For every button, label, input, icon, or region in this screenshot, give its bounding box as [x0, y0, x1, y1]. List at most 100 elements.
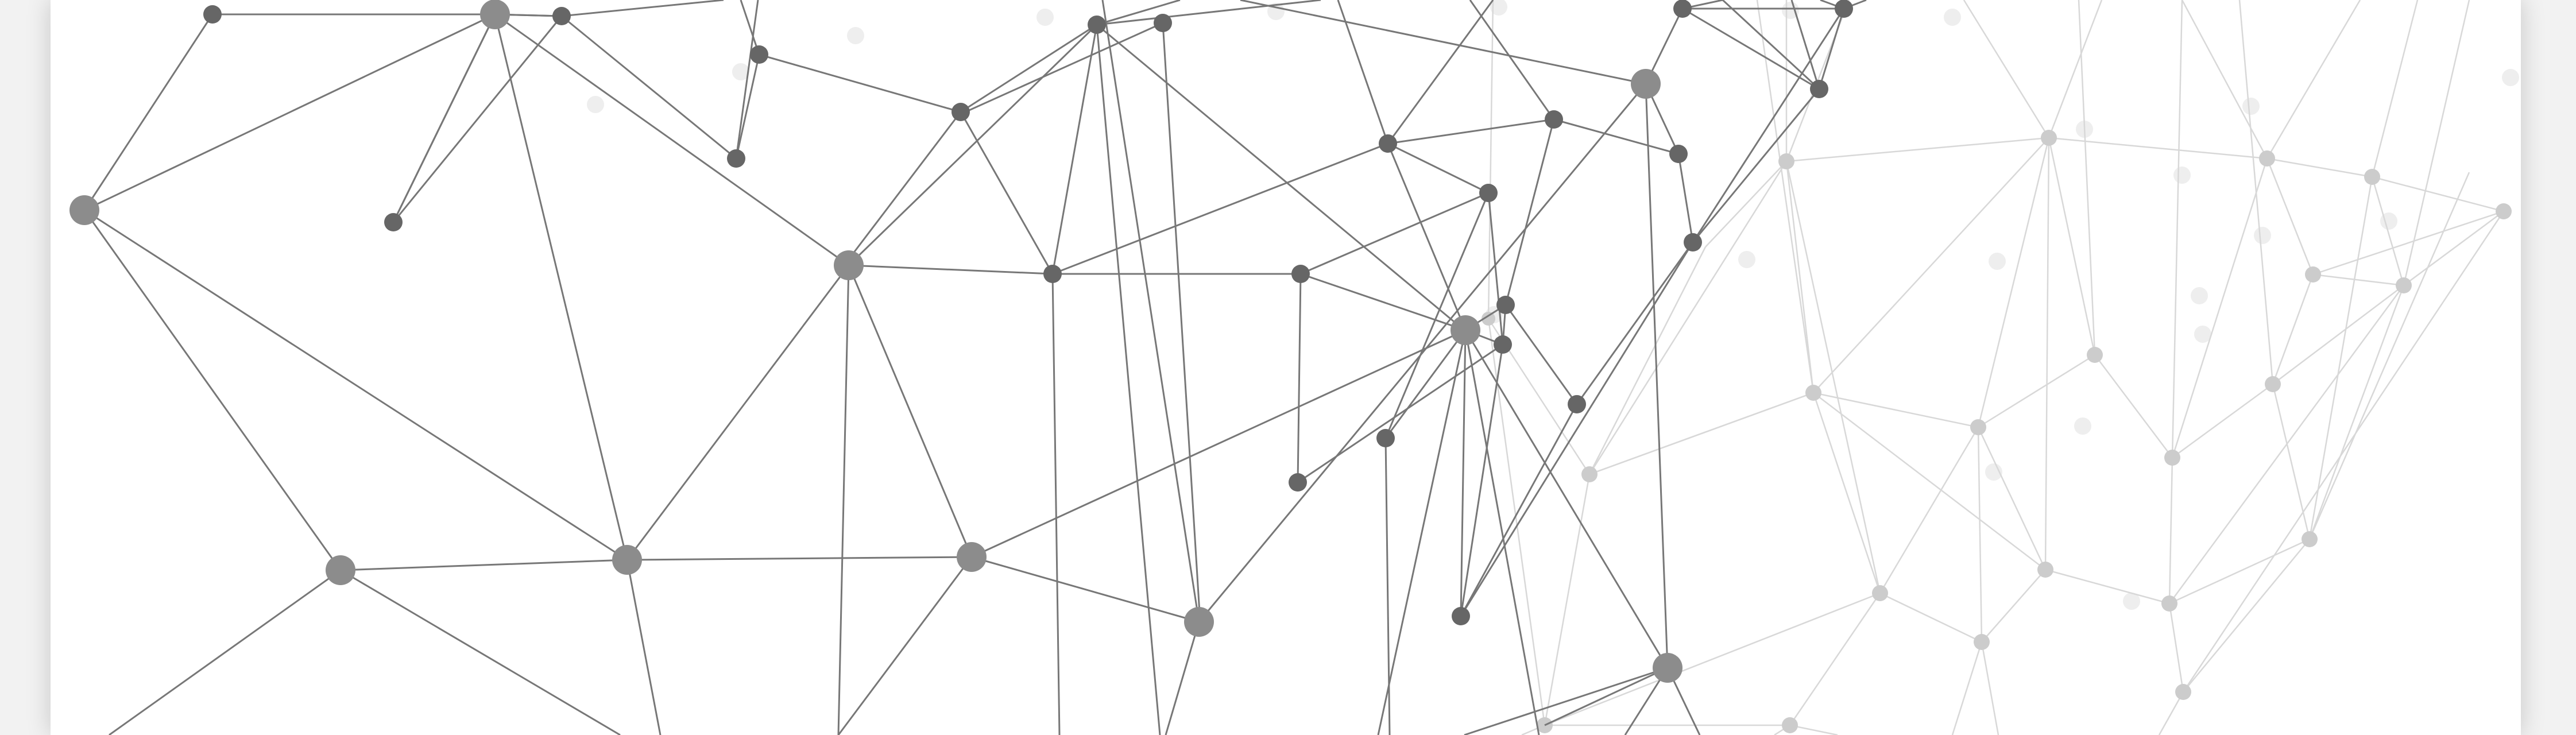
dark-nodes — [69, 0, 1853, 683]
large-node — [1451, 315, 1480, 345]
light-link — [1813, 392, 1979, 428]
dark-connection-lines — [83, 0, 1867, 735]
light-link — [1789, 724, 1838, 735]
light-nodes — [1482, 130, 2512, 733]
small-node — [1154, 14, 1172, 32]
dark-link — [1460, 242, 1694, 617]
dark-link — [1464, 330, 1669, 668]
dark-link — [561, 15, 737, 160]
dark-link — [1384, 330, 1467, 439]
dark-link — [1487, 192, 1504, 345]
light-link — [1785, 161, 1815, 393]
light-link — [2094, 354, 2173, 458]
light-node — [1805, 385, 1821, 401]
light-link — [2312, 210, 2504, 276]
small-node — [727, 149, 745, 168]
faint-node — [587, 96, 604, 113]
dark-link — [1387, 118, 1554, 145]
light-link — [2403, 210, 2504, 287]
light-link — [1589, 392, 1814, 475]
dark-link — [1504, 119, 1555, 305]
light-node — [1974, 634, 1990, 650]
dark-link — [1504, 304, 1578, 405]
small-node — [1810, 80, 1828, 98]
dark-link — [971, 556, 1200, 623]
faint-node — [2123, 593, 2140, 610]
light-node — [1782, 717, 1798, 733]
light-link — [2371, 0, 2419, 177]
light-node — [1872, 585, 1888, 601]
light-node — [2087, 347, 2103, 363]
dark-link — [735, 54, 760, 159]
dark-link — [1387, 142, 1489, 194]
dark-link — [1387, 0, 1494, 144]
dark-link — [1300, 192, 1489, 275]
dark-link — [84, 209, 628, 561]
faint-node — [847, 27, 864, 44]
dark-link — [837, 556, 973, 735]
dark-link — [1790, 0, 1820, 90]
light-link — [2403, 0, 2470, 286]
large-node — [957, 542, 987, 572]
light-link — [2266, 158, 2314, 275]
light-link — [1977, 427, 2047, 570]
faint-node — [1944, 9, 1961, 26]
dark-link — [1460, 344, 1504, 617]
dark-link — [1469, 0, 1555, 120]
content-panel — [51, 0, 2521, 735]
light-link — [2044, 137, 2050, 570]
light-link — [2048, 137, 2096, 355]
dark-link — [1544, 667, 1668, 726]
dark-link — [1300, 273, 1466, 331]
dark-link — [494, 14, 628, 560]
dark-link — [759, 53, 961, 113]
dark-link — [626, 556, 972, 561]
dark-link — [1377, 330, 1467, 735]
faint-node — [2242, 98, 2260, 115]
light-link — [2272, 285, 2404, 385]
small-node — [1088, 16, 1106, 34]
light-link — [1812, 392, 1881, 594]
light-node — [2164, 450, 2180, 466]
large-node — [612, 545, 642, 575]
light-node — [2364, 169, 2380, 185]
dark-link — [1645, 83, 1669, 668]
dark-link — [1198, 83, 1647, 622]
faint-node — [2074, 417, 2091, 435]
light-link — [2171, 158, 2268, 458]
light-node — [2496, 203, 2512, 219]
light-node — [1778, 153, 1794, 169]
dark-link — [626, 559, 662, 735]
small-node — [203, 5, 222, 24]
dark-link — [392, 14, 496, 223]
small-node — [552, 7, 571, 25]
dark-link — [626, 265, 850, 560]
dark-link — [1464, 667, 1668, 735]
light-link — [1813, 137, 2049, 393]
small-node — [952, 103, 970, 121]
light-link — [2172, 383, 2273, 459]
dark-link — [1682, 7, 1820, 90]
light-link — [2308, 285, 2405, 540]
dark-link — [735, 0, 759, 159]
dark-link — [84, 13, 496, 211]
dark-link — [1096, 24, 1465, 331]
light-link — [2238, 0, 2274, 385]
light-node — [1970, 419, 1986, 435]
dark-link — [494, 13, 849, 266]
light-link — [2078, 0, 2096, 355]
dark-link — [843, 111, 962, 266]
dark-link — [1297, 343, 1503, 483]
faint-node — [2254, 227, 2271, 244]
light-link — [1544, 592, 1881, 726]
dark-link — [1464, 330, 1540, 735]
light-link — [1978, 354, 2095, 428]
light-link — [1813, 392, 2046, 570]
light-link — [1951, 641, 1983, 735]
dark-link — [1818, 8, 1845, 90]
light-link — [2272, 274, 2314, 385]
light-link — [2371, 176, 2405, 286]
dark-link — [971, 329, 1466, 558]
